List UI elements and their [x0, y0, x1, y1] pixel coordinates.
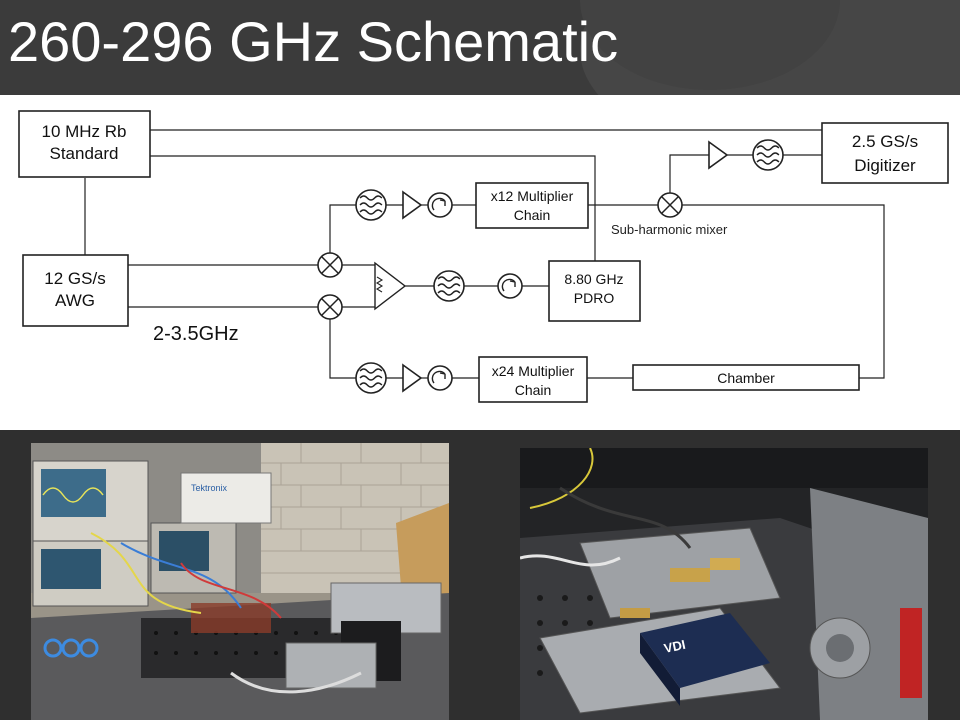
- isolator-icon: [427, 365, 453, 391]
- power-splitter-icon: [374, 261, 407, 311]
- photo-strip: Tektronix: [0, 430, 960, 720]
- slide-header: 260-296 GHz Schematic: [0, 0, 960, 95]
- schematic-svg: 10 MHz Rb Standard 12 GS/s AWG x12 Multi…: [18, 110, 949, 403]
- isolator-icon: [427, 192, 453, 218]
- svg-text:AWG: AWG: [55, 291, 95, 310]
- lab-bench-photo: Tektronix: [31, 443, 449, 720]
- svg-text:Chamber: Chamber: [717, 370, 775, 386]
- svg-text:Standard: Standard: [50, 144, 119, 163]
- instrument-brand-label: Tektronix: [191, 483, 228, 493]
- svg-text:8.80 GHz: 8.80 GHz: [564, 271, 623, 287]
- mixer-icon: [317, 252, 343, 278]
- amplifier-icon: [708, 141, 728, 169]
- block-rb-standard: 10 MHz Rb Standard: [18, 110, 151, 178]
- schematic-diagram: 10 MHz Rb Standard 12 GS/s AWG x12 Multi…: [0, 95, 960, 430]
- filter-icon: [752, 139, 784, 171]
- svg-text:x24 Multiplier: x24 Multiplier: [492, 363, 575, 379]
- isolator-icon: [497, 273, 523, 299]
- svg-text:12 GS/s: 12 GS/s: [44, 269, 105, 288]
- svg-text:Chain: Chain: [514, 207, 551, 223]
- block-chamber: Chamber: [632, 364, 860, 391]
- sub-harmonic-mixer-icon: [657, 192, 683, 218]
- block-pdro: 8.80 GHz PDRO: [548, 260, 641, 322]
- filter-icon: [433, 270, 465, 302]
- mixer-label: Sub-harmonic mixer: [611, 222, 728, 237]
- block-x24-multiplier: x24 Multiplier Chain: [478, 356, 588, 403]
- filter-icon: [355, 362, 387, 394]
- block-digitizer: 2.5 GS/s Digitizer: [821, 122, 949, 184]
- wires: [84, 129, 885, 379]
- amplifier-icon: [402, 191, 422, 219]
- svg-text:x12 Multiplier: x12 Multiplier: [491, 188, 574, 204]
- svg-text:2.5 GS/s: 2.5 GS/s: [852, 132, 918, 151]
- band-label: 2-3.5GHz: [153, 323, 239, 345]
- amplifier-icon: [402, 364, 422, 392]
- svg-text:Chain: Chain: [515, 382, 552, 398]
- block-x12-multiplier: x12 Multiplier Chain: [475, 182, 589, 229]
- hardware-closeup-photo: VDI: [520, 448, 928, 720]
- vdi-logo: VDI: [663, 637, 687, 656]
- filter-icon: [355, 189, 387, 221]
- svg-text:Digitizer: Digitizer: [854, 156, 916, 175]
- mixer-icon: [317, 294, 343, 320]
- block-awg: 12 GS/s AWG: [22, 254, 129, 327]
- svg-text:10 MHz Rb: 10 MHz Rb: [41, 122, 126, 141]
- svg-text:PDRO: PDRO: [574, 290, 615, 306]
- slide-title: 260-296 GHz Schematic: [8, 10, 619, 73]
